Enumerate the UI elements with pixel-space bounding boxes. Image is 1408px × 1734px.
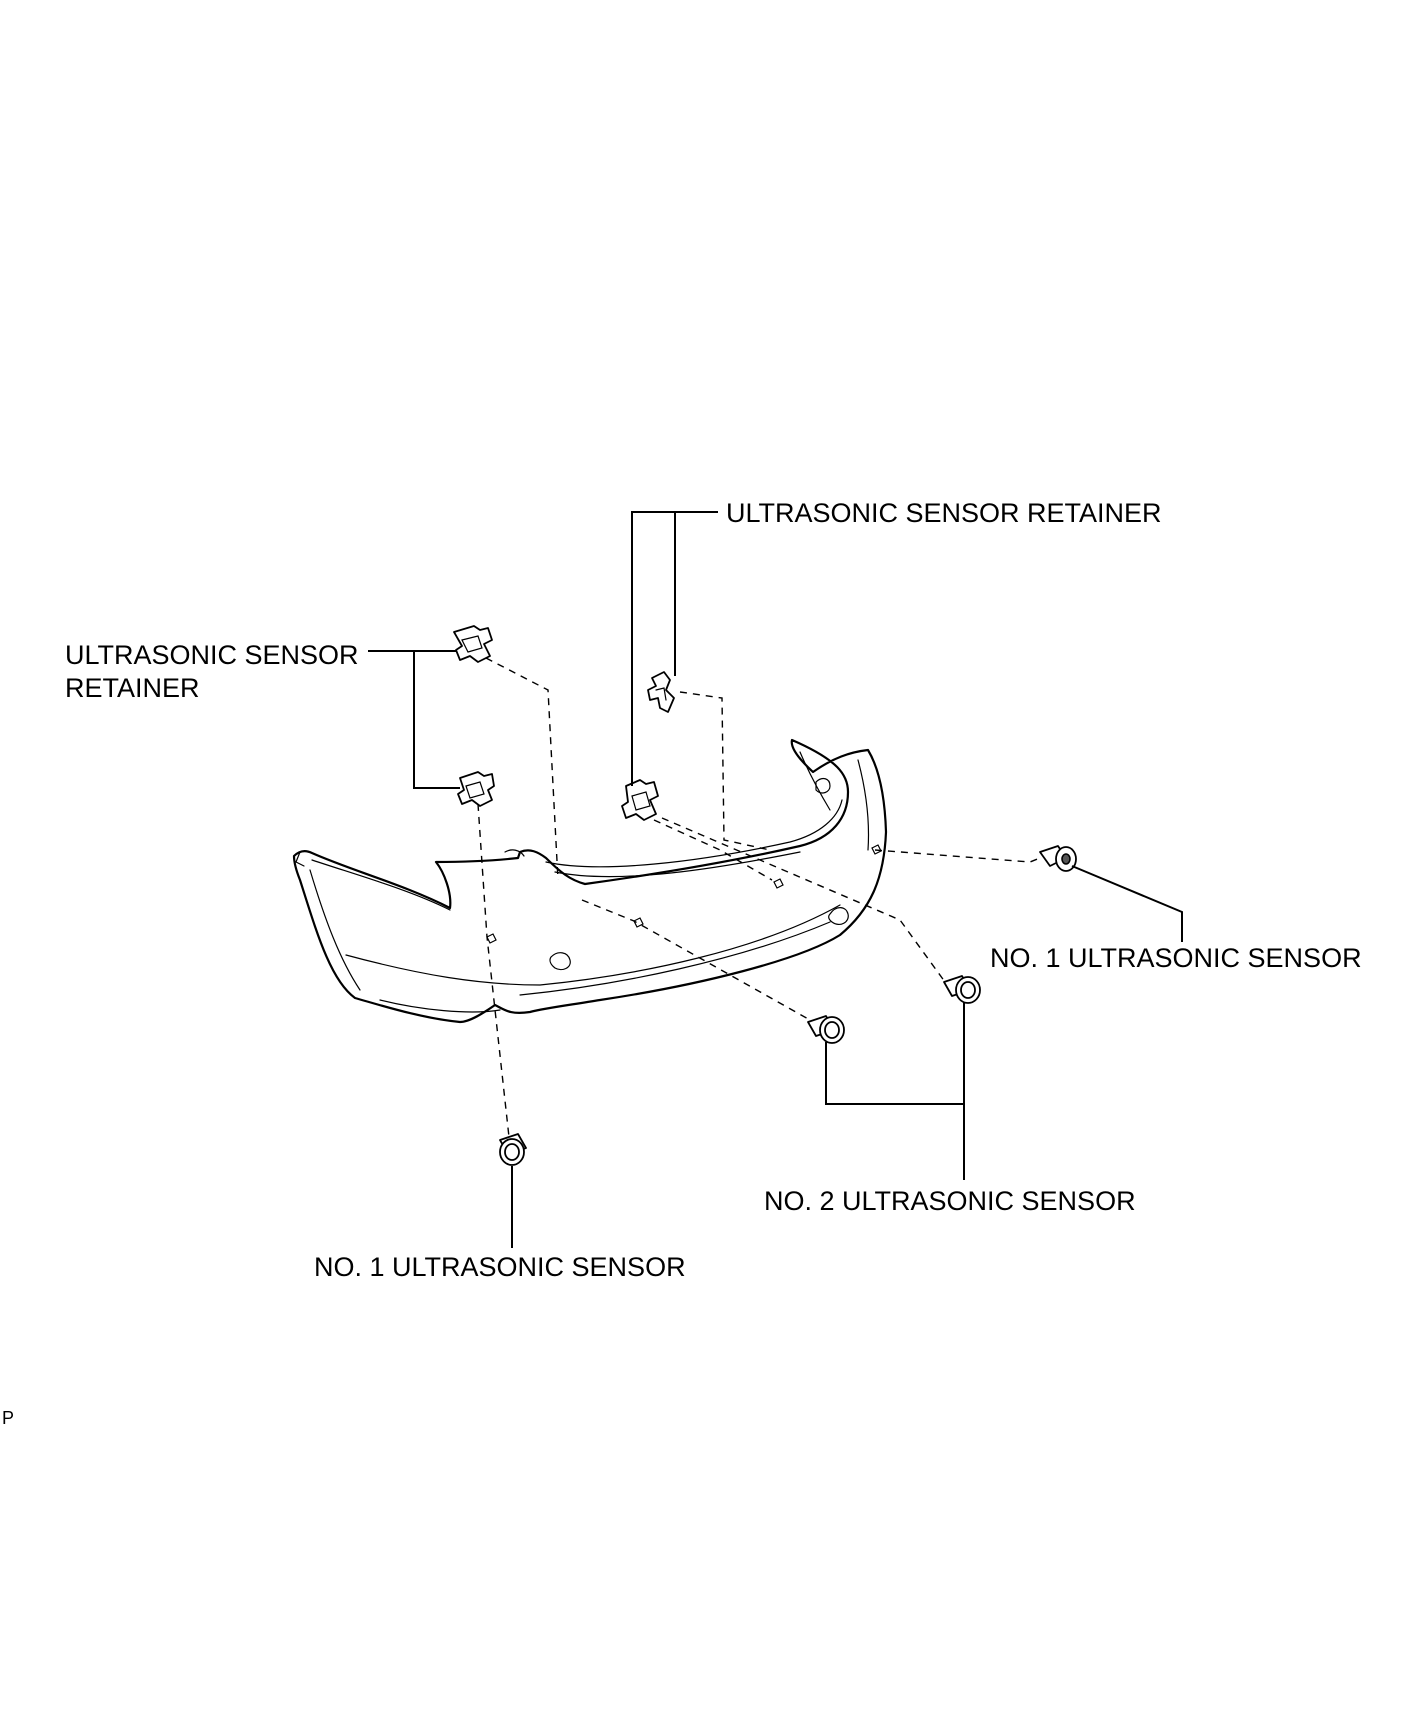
retainer-top-center-icon — [647, 671, 675, 713]
sensor-bottom-no1-icon — [499, 1133, 527, 1166]
sensor-center-no2-icon — [807, 1015, 845, 1044]
label-sensor-no1-bottom: NO. 1 ULTRASONIC SENSOR — [314, 1252, 686, 1282]
label-retainer-left-line1: ULTRASONIC SENSOR — [65, 640, 359, 670]
sensor-right-no2-icon — [943, 975, 981, 1004]
rear-bumper-cover-icon — [292, 738, 888, 1024]
label-retainer-top: ULTRASONIC SENSOR RETAINER — [726, 498, 1162, 528]
label-retainer-left-line2: RETAINER — [65, 673, 200, 703]
label-sensor-no2: NO. 2 ULTRASONIC SENSOR — [764, 1186, 1136, 1216]
retainer-lower-left-icon — [457, 771, 495, 807]
retainer-center-icon — [621, 779, 659, 821]
leader-lines — [368, 511, 1183, 1248]
retainer-top-left-icon — [453, 625, 493, 663]
corner-mark: P — [2, 1408, 14, 1428]
sensor-right-no1-icon — [1039, 845, 1077, 872]
label-sensor-no1-right: NO. 1 ULTRASONIC SENSOR — [990, 943, 1362, 973]
alignment-lines — [477, 657, 1041, 1138]
